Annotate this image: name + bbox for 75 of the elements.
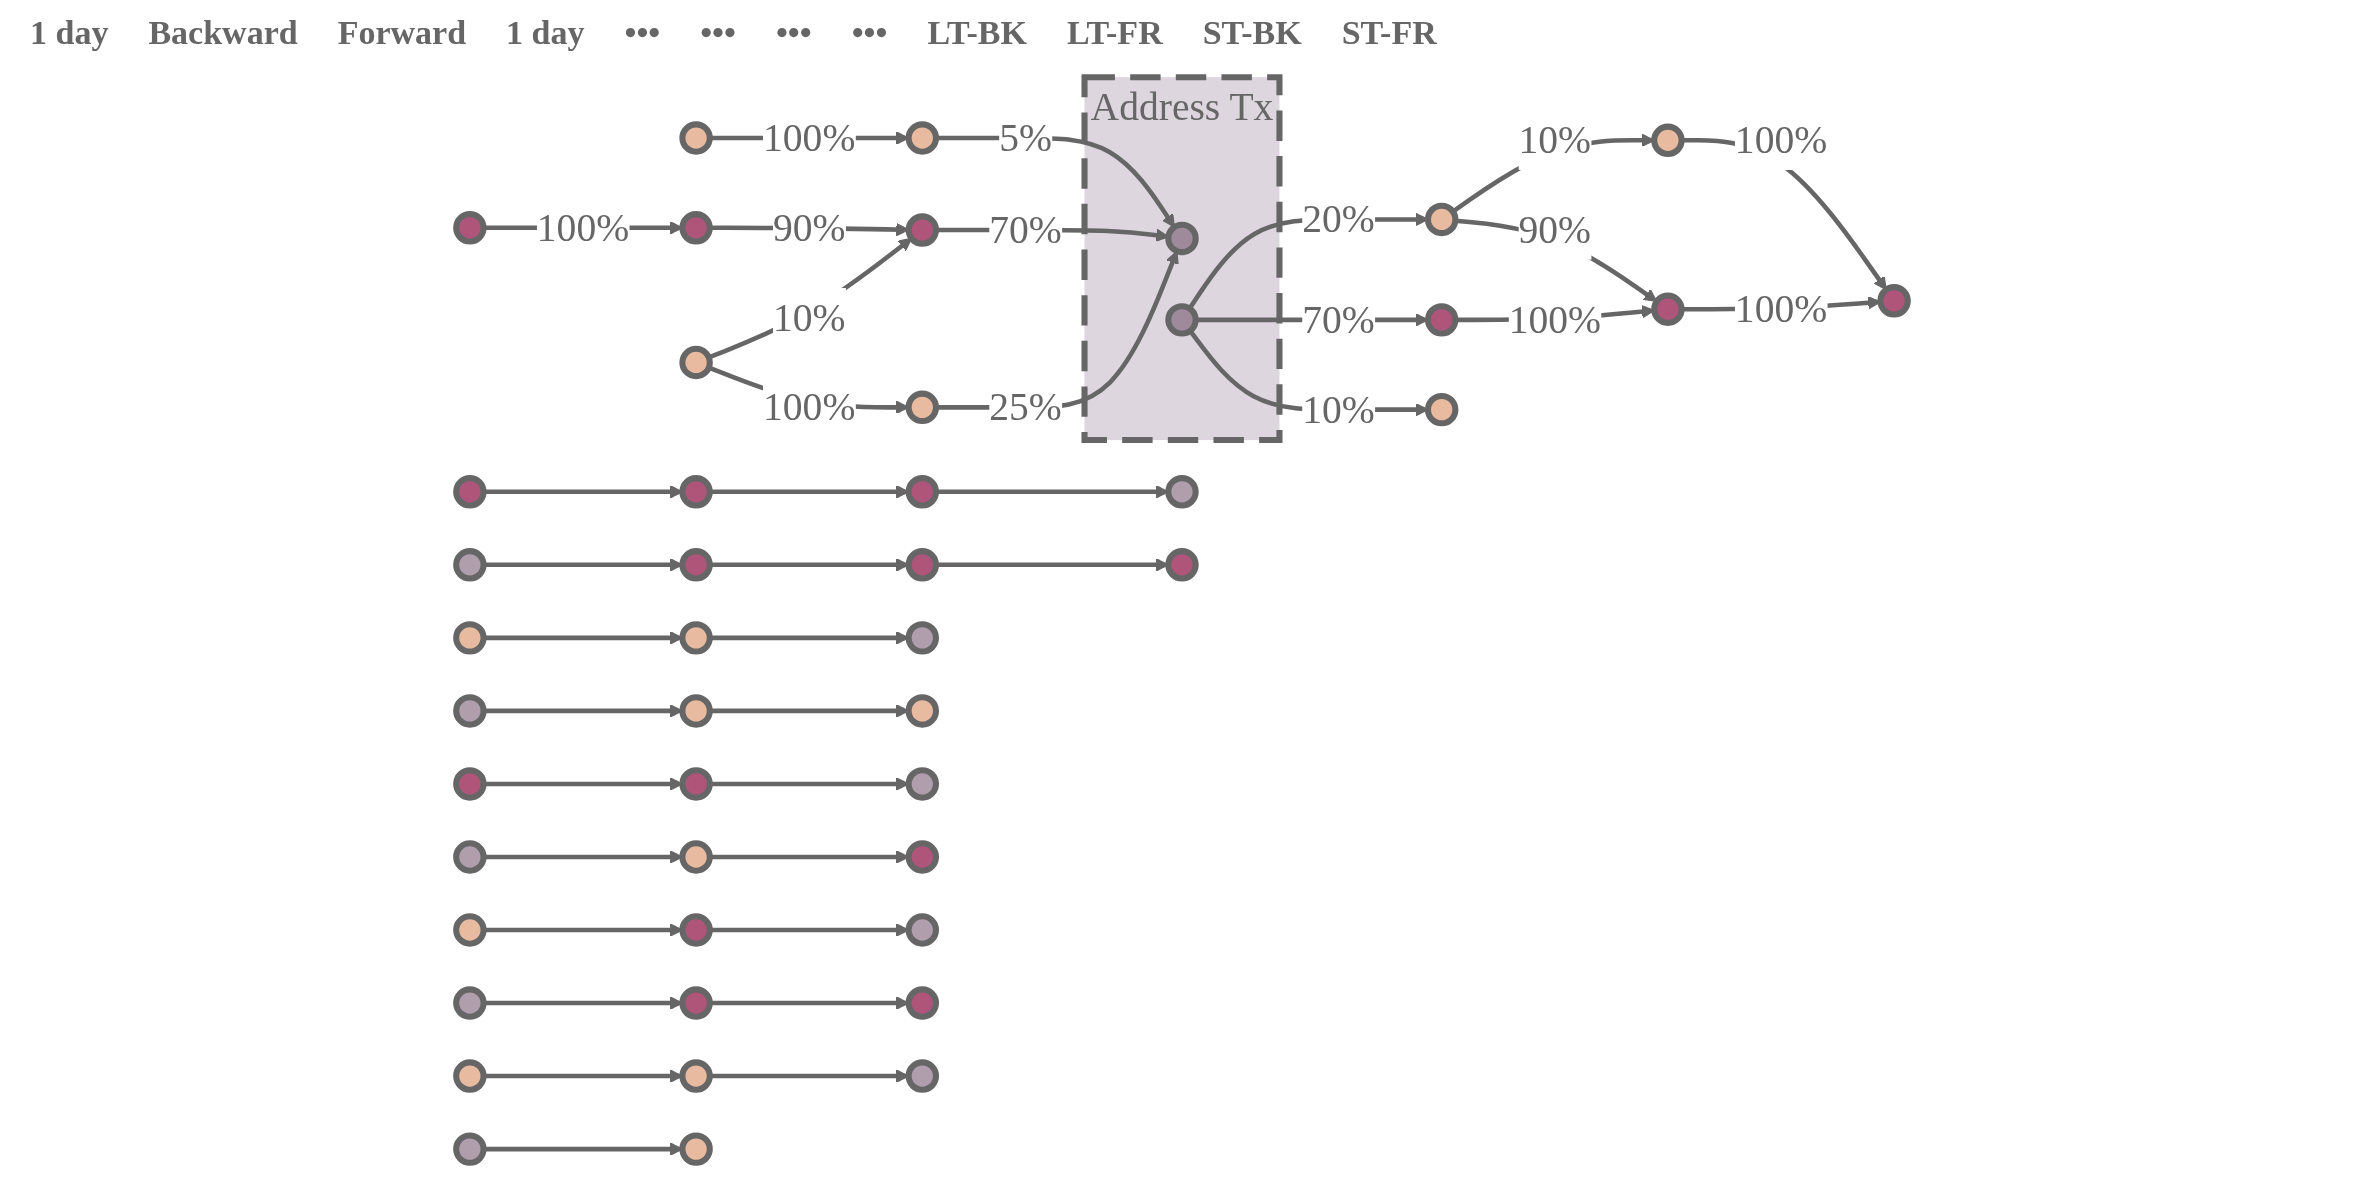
node-circle [1651, 292, 1685, 326]
text-label: Backward [148, 14, 298, 52]
node-circle [1165, 221, 1199, 256]
node-circle [905, 913, 940, 947]
node-circle [679, 548, 713, 582]
node-circle [1165, 303, 1199, 337]
edge-label: 10% [772, 295, 846, 340]
node-circle [453, 1059, 487, 1093]
node-circle [453, 621, 487, 655]
edge-label: 100% [763, 115, 856, 161]
node-circle [905, 694, 940, 728]
cluster: Address Tx [1081, 74, 1283, 444]
text-label: ••• [851, 14, 888, 52]
text-label: ST-BK [1202, 14, 1302, 52]
node-circle [1877, 284, 1911, 318]
node-circle [679, 1132, 713, 1166]
node-circle [905, 767, 940, 801]
node-circle [453, 986, 487, 1020]
edge-label: 90% [772, 205, 846, 250]
node-circle [905, 1059, 940, 1093]
node-circle [679, 121, 713, 155]
node-circle [453, 1132, 487, 1166]
edge-label: 10% [1518, 118, 1592, 163]
node-circle [679, 986, 713, 1020]
node-circle [453, 211, 487, 245]
edge-label: 100% [1734, 118, 1828, 163]
text-label: ••• [700, 14, 736, 52]
node-circle [679, 840, 713, 874]
text-label: 1 day [30, 14, 109, 52]
edge-label: 90% [1518, 208, 1592, 253]
text-label: ••• [624, 14, 661, 52]
text-label: ST-FR [1341, 14, 1437, 52]
node-circle [679, 211, 713, 245]
edge-label: 100% [763, 385, 856, 430]
text-label: ••• [775, 14, 812, 52]
node-circle [679, 913, 713, 947]
node-circle [905, 986, 940, 1020]
edge-label: 70% [1302, 297, 1375, 342]
node-circle [679, 694, 713, 728]
text-label: LT-BK [927, 14, 1027, 52]
node-circle [453, 913, 487, 947]
edge-label: 10% [1302, 387, 1375, 432]
node-circle [679, 345, 713, 380]
node-circle [453, 840, 487, 874]
node-circle [905, 548, 940, 582]
node-circle [905, 121, 940, 155]
node-circle [905, 213, 940, 247]
node-circle [679, 475, 713, 509]
node-circle [1424, 392, 1459, 427]
text-label: 1 day [506, 14, 585, 52]
node-circle [905, 390, 940, 425]
edge-label: 100% [536, 205, 630, 250]
node-circle [1424, 202, 1459, 237]
edge-label: 5% [999, 115, 1052, 161]
node-circle [679, 1059, 713, 1093]
edge-label: 70% [989, 208, 1062, 253]
node-circle [1165, 475, 1199, 509]
node-circle [905, 475, 940, 509]
node-circle [1424, 303, 1459, 337]
node-circle [453, 475, 487, 509]
text-label: LT-FR [1066, 14, 1163, 52]
node-circle [453, 548, 487, 582]
node-circle [453, 767, 487, 801]
node-circle [905, 621, 940, 655]
node-circle [1651, 123, 1685, 158]
edge-label: 20% [1302, 197, 1375, 242]
node-circle [453, 694, 487, 728]
text-label: Forward [337, 14, 467, 52]
node-circle [679, 767, 713, 801]
node-circle [679, 621, 713, 655]
edge-label: 100% [1508, 297, 1601, 342]
node-circle [1165, 548, 1199, 582]
edge-label: 100% [1734, 287, 1828, 332]
edge-label: 25% [989, 385, 1062, 430]
node-circle [905, 840, 940, 874]
